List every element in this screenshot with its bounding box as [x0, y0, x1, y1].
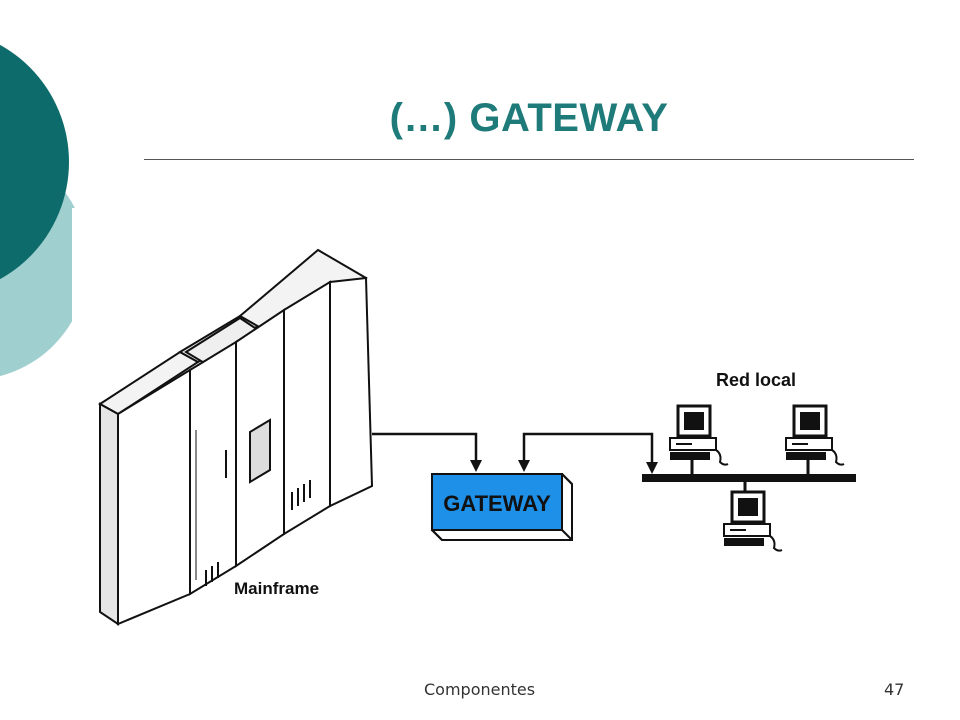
- mainframe-label: Mainframe: [234, 579, 319, 598]
- slide-title: (…) GATEWAY: [389, 96, 669, 140]
- workstation-icon: [669, 404, 729, 474]
- connection-lines: [372, 432, 654, 464]
- decor-dark-circle: [0, 44, 69, 280]
- gateway-box: [431, 473, 573, 541]
- footer-section-label: Componentes: [424, 680, 536, 699]
- lan-bus: [642, 474, 856, 482]
- lan-to-gateway-line: [522, 432, 654, 464]
- page-number: 47: [884, 680, 905, 699]
- mainframe-illustration: [98, 248, 374, 626]
- arrowhead-gateway-right: [518, 460, 530, 472]
- arrowhead-gateway-left: [470, 460, 482, 472]
- mainframe-to-gateway-line: [372, 432, 478, 462]
- decorative-side-shapes: [0, 44, 112, 377]
- gateway-label: GATEWAY: [443, 491, 551, 516]
- arrowheads: [470, 460, 658, 474]
- title-divider: [144, 159, 914, 160]
- lan-label: Red local: [716, 370, 796, 390]
- decor-cutout: [72, 208, 112, 358]
- workstation-icon: [785, 404, 845, 474]
- arrowhead-lan: [646, 462, 658, 474]
- workstation-icon: [723, 490, 783, 552]
